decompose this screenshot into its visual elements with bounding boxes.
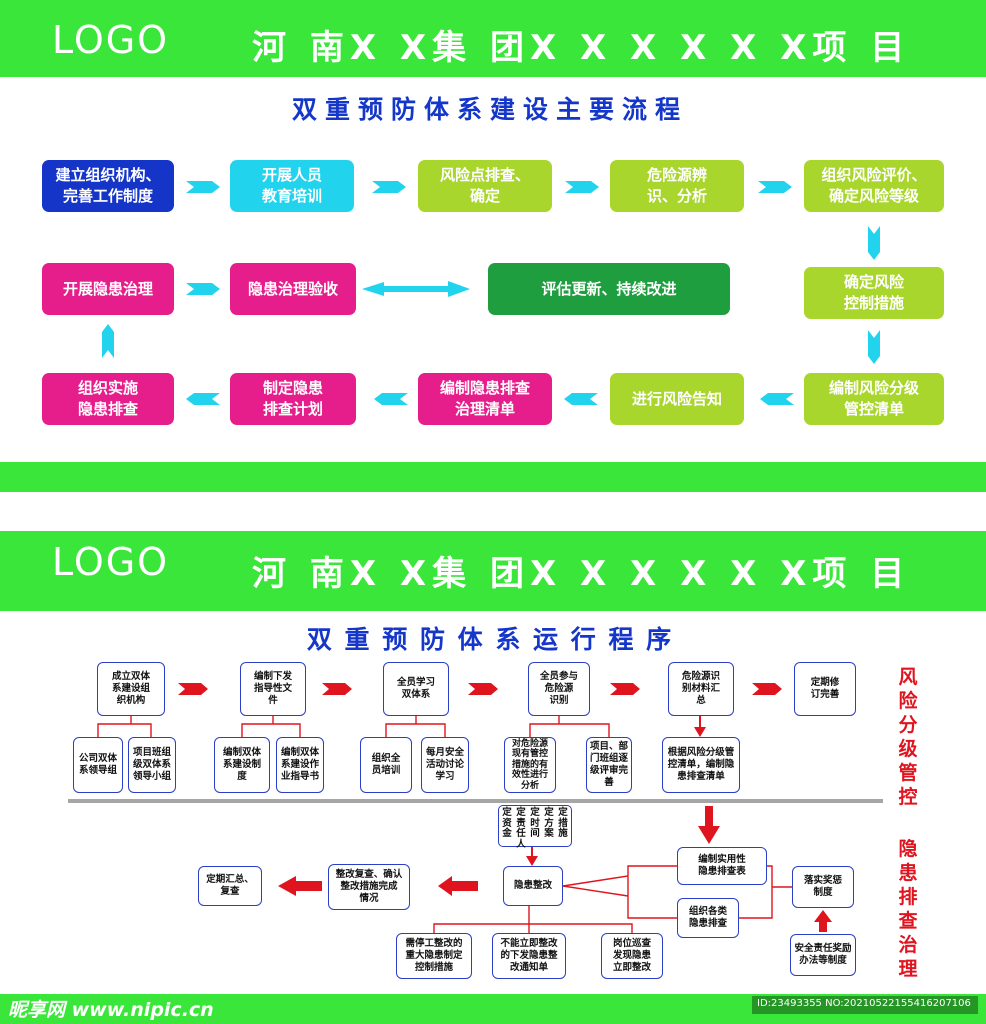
arrow-down bbox=[698, 806, 720, 844]
bracket bbox=[739, 865, 792, 919]
hazard-stop-work: 需停工整改的 重大隐患制定 控制措施 bbox=[396, 933, 472, 979]
bracket bbox=[529, 716, 610, 737]
label-risk-control: 风 险 分 级 管 控 bbox=[898, 666, 918, 808]
bracket bbox=[241, 716, 301, 737]
step-risk-notification: 进行风险告知 bbox=[610, 373, 744, 425]
risk-sub-check-list: 根据风险分级管 控清单，编制隐 患排查清单 bbox=[662, 737, 740, 793]
arrow-left bbox=[438, 876, 478, 896]
arrow-right bbox=[468, 683, 498, 695]
hazard-reward-system: 落实奖惩 制度 bbox=[792, 866, 854, 908]
hazard-rectification: 隐患整改 bbox=[503, 866, 563, 906]
bracket bbox=[385, 716, 446, 737]
arrow-left bbox=[278, 876, 322, 896]
risk-sub-monthly-study: 每月安全 活动讨论 学习 bbox=[421, 737, 469, 793]
arrow-down bbox=[694, 716, 706, 737]
step-establish-organization: 建立组织机构、 完善工作制度 bbox=[42, 160, 174, 212]
step-treatment-acceptance: 隐患治理验收 bbox=[230, 263, 356, 315]
panel1-footer-band bbox=[0, 462, 986, 492]
watermark: 昵享网 www.nipic.cn bbox=[8, 999, 214, 1021]
step-implement-inspection: 组织实施 隐患排查 bbox=[42, 373, 174, 425]
panel2-header-band bbox=[0, 531, 986, 611]
risk-hazard-identify: 全员参与 危险源 识别 bbox=[528, 662, 590, 716]
risk-sub-staff-training: 组织全 员培训 bbox=[360, 737, 412, 793]
bracket bbox=[97, 716, 152, 737]
five-set-plan: 定 方 案 bbox=[544, 807, 554, 839]
panel1-flow-title: 双重预防体系建设主要流程 bbox=[291, 95, 688, 124]
panel2-logo: LOGO bbox=[52, 540, 170, 584]
id-bar bbox=[752, 996, 978, 1014]
step-risk-evaluation: 组织风险评价、 确定风险等级 bbox=[804, 160, 944, 212]
five-set-measures: 定 措 施 bbox=[558, 807, 568, 839]
hazard-notice: 不能立即整改 的下发隐患整 改通知单 bbox=[492, 933, 566, 979]
five-set-time: 定 时 间 bbox=[530, 807, 540, 839]
arrow-right bbox=[752, 683, 782, 695]
risk-issue-guidance: 编制下发 指导性文 件 bbox=[240, 662, 306, 716]
panel2-flow-title: 双 重 预 防 体 系 运 行 程 序 bbox=[306, 625, 674, 654]
panel2-footer-band bbox=[0, 994, 986, 1024]
five-set-person: 定 责 任 人 bbox=[516, 807, 526, 850]
arrow-up bbox=[814, 910, 832, 932]
risk-sub-work-guide: 编制双体 系建设作 业指导书 bbox=[276, 737, 324, 793]
arrow-down bbox=[526, 847, 538, 866]
step-inspection-plan: 制定隐患 排查计划 bbox=[230, 373, 356, 425]
step-control-list: 编制风险分级 管控清单 bbox=[804, 373, 944, 425]
hazard-reward-method: 安全责任奖励 办法等制度 bbox=[790, 934, 856, 976]
fan-connector bbox=[562, 865, 677, 919]
arrow-right bbox=[178, 683, 208, 695]
step-control-measures: 确定风险 控制措施 bbox=[804, 267, 944, 319]
panel1-arrows bbox=[102, 181, 880, 405]
risk-sub-company-group: 公司双体 系领导组 bbox=[73, 737, 123, 793]
image-id: ID:23493355 NO:20210522155416207106 bbox=[757, 998, 971, 1009]
risk-periodic-revision: 定期修 订完善 bbox=[794, 662, 856, 716]
step-hazard-identification: 危险源辨 识、分析 bbox=[610, 160, 744, 212]
panel1-header-band bbox=[0, 0, 986, 77]
five-set-box: 定 资 金 定 责 任 人 定 时 间 定 方 案 定 措 施 bbox=[498, 805, 572, 850]
risk-setup-organization: 成立双体 系建设组 织机构 bbox=[97, 662, 165, 716]
step-hazard-treatment: 开展隐患治理 bbox=[42, 263, 174, 315]
arrow-right bbox=[610, 683, 640, 695]
risk-all-staff-study: 全员学习 双体系 bbox=[383, 662, 449, 716]
hazard-recheck: 整改复查、确认 整改措施完成 情况 bbox=[328, 864, 410, 910]
panel1-header-title: 河 南X X集 团X X X X X X项 目 bbox=[252, 28, 911, 68]
panel1-logo: LOGO bbox=[52, 18, 170, 62]
panel2-header-title: 河 南X X集 团X X X X X X项 目 bbox=[252, 554, 911, 594]
arrow-right bbox=[322, 683, 352, 695]
hazard-organize-check: 组织各类 隐患排查 bbox=[677, 898, 739, 938]
risk-sub-system-rules: 编制双体 系建设制 度 bbox=[214, 737, 270, 793]
risk-sub-team-group: 项目班组 级双体系 领导小组 bbox=[128, 737, 176, 793]
step-staff-training: 开展人员 教育培训 bbox=[230, 160, 354, 212]
arrow-long-right bbox=[362, 281, 470, 297]
step-evaluate-improve: 评估更新、持续改进 bbox=[488, 263, 730, 315]
risk-sub-level-review: 项目、部 门班组逐 级评审完 善 bbox=[586, 737, 632, 793]
fan-connector bbox=[562, 885, 629, 897]
risk-material-summary: 危险源识 别材料汇 总 bbox=[668, 662, 734, 716]
hazard-patrol: 岗位巡查 发现隐患 立即整改 bbox=[601, 933, 663, 979]
five-set-funds: 定 资 金 bbox=[502, 807, 512, 839]
hazard-compile-list: 编制实用性 隐患排查表 bbox=[677, 847, 767, 885]
section-divider bbox=[68, 799, 883, 803]
label-hazard-treatment: 隐 患 排 查 治 理 bbox=[898, 838, 918, 980]
step-risk-point-survey: 风险点排查、 确定 bbox=[418, 160, 552, 212]
hazard-periodic-summary: 定期汇总、 复查 bbox=[198, 866, 262, 906]
risk-sub-measure-analysis: 对危险源 现有管控 措施的有 效性进行 分析 bbox=[504, 737, 556, 793]
bracket bbox=[433, 906, 633, 933]
step-inspection-list: 编制隐患排查 治理清单 bbox=[418, 373, 552, 425]
